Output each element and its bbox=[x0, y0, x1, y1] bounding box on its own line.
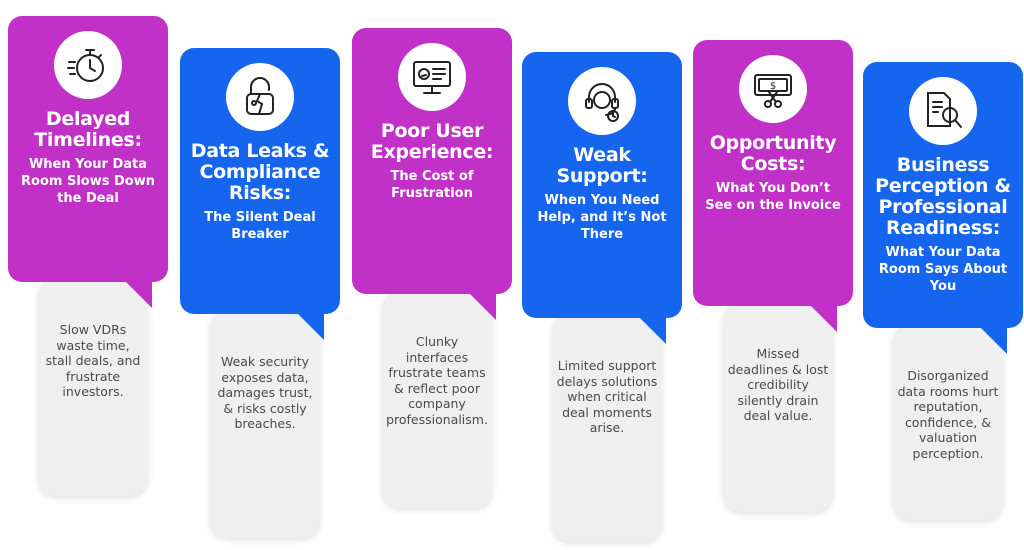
card-header: Delayed Timelines: When Your Data Room S… bbox=[8, 16, 168, 308]
card-description: Disorganized data rooms hurt reputation,… bbox=[897, 368, 999, 461]
svg-text:$: $ bbox=[770, 81, 776, 92]
card-title: Delayed Timelines: bbox=[34, 108, 142, 151]
card-title: Business Perception & Professional Readi… bbox=[875, 154, 1011, 239]
card-title: Opportunity Costs: bbox=[709, 132, 837, 175]
icon-circle bbox=[398, 43, 466, 111]
icon-circle bbox=[54, 31, 122, 99]
stopwatch-icon bbox=[67, 49, 104, 82]
card-description-box: Slow VDRs waste time, stall deals, and f… bbox=[38, 278, 148, 496]
card-description-box: Missed deadlines & lost credibility sile… bbox=[723, 302, 833, 512]
icon-circle: $ bbox=[739, 55, 807, 123]
card-header: Data Leaks & Compliance Risks: The Silen… bbox=[180, 48, 340, 340]
card-subtitle: When Your Data Room Slows Down the Deal bbox=[21, 157, 155, 206]
card-header: Poor User Experience: The Cost of Frustr… bbox=[352, 28, 512, 320]
card-title: Weak Support: bbox=[556, 144, 648, 187]
card-subtitle: The Cost of Frustration bbox=[390, 169, 474, 201]
icon-circle bbox=[226, 63, 294, 131]
card-description: Limited support delays solutions when cr… bbox=[556, 358, 658, 435]
card-title: Poor User Experience: bbox=[370, 120, 494, 163]
card-description: Clunky interfaces frustrate teams & refl… bbox=[386, 334, 488, 427]
support-agent-icon bbox=[585, 83, 619, 122]
frustrated-monitor-icon bbox=[413, 61, 451, 94]
icon-circle bbox=[568, 67, 636, 135]
icon-circle bbox=[909, 77, 977, 145]
card-description-box: Limited support delays solutions when cr… bbox=[552, 314, 662, 542]
card-description-box: Weak security exposes data, damages trus… bbox=[210, 310, 320, 538]
card-title: Data Leaks & Compliance Risks: bbox=[190, 140, 330, 204]
broken-lock-icon bbox=[246, 77, 274, 115]
document-search-icon bbox=[927, 92, 962, 128]
card-subtitle: When You Need Help, and It’s Not There bbox=[537, 193, 667, 242]
card-description: Missed deadlines & lost credibility sile… bbox=[727, 346, 829, 423]
card-subtitle: What You Don’t See on the Invoice bbox=[705, 181, 841, 213]
card-header: Business Perception & Professional Readi… bbox=[863, 62, 1023, 354]
card-description: Slow VDRs waste time, stall deals, and f… bbox=[45, 322, 141, 399]
card-subtitle: What Your Data Room Says About You bbox=[878, 245, 1008, 294]
card-description: Weak security exposes data, damages trus… bbox=[217, 354, 313, 431]
cut-banknote-icon: $ bbox=[754, 74, 792, 108]
card-description-box: Disorganized data rooms hurt reputation,… bbox=[893, 324, 1003, 520]
card-subtitle: The Silent Deal Breaker bbox=[204, 210, 316, 242]
card-header: $ Opportunity Costs: What You Don’t See … bbox=[693, 40, 853, 332]
card-header: Weak Support: When You Need Help, and It… bbox=[522, 52, 682, 344]
card-description-box: Clunky interfaces frustrate teams & refl… bbox=[382, 290, 492, 508]
